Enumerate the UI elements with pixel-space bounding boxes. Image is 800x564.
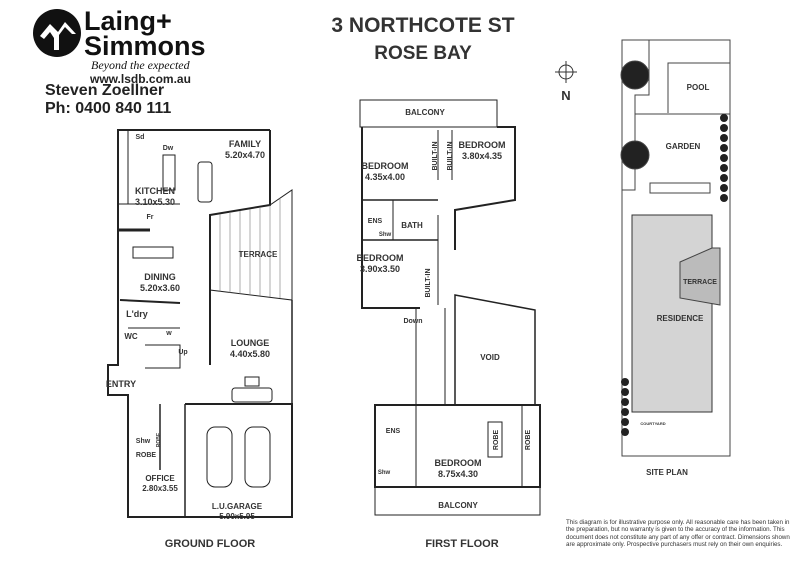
north-label: N [561,88,570,103]
kitchen-label: KITCHEN [135,186,175,196]
shw2-label: Shw [378,470,391,476]
compass-icon [555,61,577,83]
agent-name: Steven Zoellner [45,82,165,99]
residence-label: RESIDENCE [657,314,704,323]
dining-label: DINING [144,272,176,282]
lounge-size: 4.40x5.80 [230,349,270,359]
sd-label: Sd [136,134,145,141]
family-label: FAMILY [229,139,261,149]
robe-label: ROBE [136,452,157,459]
logo-wordmark-line2: Simmons [84,31,206,61]
main-bedroom-label: BEDROOM [435,458,482,468]
dining-size: 5.20x3.60 [140,283,180,293]
robe-small-label: ROBE [156,432,162,447]
built-in-3-label: BUILT-IN [425,268,432,297]
wc-label: WC [124,332,138,341]
ground-floor-plan [107,129,293,518]
shw1-label: Shw [379,232,392,238]
stairs-up-label: Up [178,349,187,356]
stairs-down-label: Down [403,318,422,325]
website-link[interactable]: www.lsdb.com.au [90,72,191,86]
ens2-label: ENS [386,428,401,435]
laundry-label: L'dry [126,309,148,319]
fridge-label: Fr [147,214,154,221]
lounge-label: LOUNGE [231,338,270,348]
washer-label: w [165,330,172,337]
property-address: 3 NORTHCOTE ST [331,14,515,37]
void-label: VOID [480,353,500,362]
bedroom1-size: 4.35x4.00 [365,172,405,182]
garden-label: GARDEN [666,142,701,151]
residence-area [631,214,713,413]
robe1-label: ROBE [493,430,500,451]
balcony-top-label: BALCONY [405,108,445,117]
bath-label: BATH [401,221,423,230]
bedroom2-size: 3.80x4.35 [462,151,502,161]
agent-phone[interactable]: Ph: 0400 840 111 [45,100,172,117]
bedroom3-size: 3.90x3.50 [360,264,400,274]
kitchen-size: 3.10x5.30 [135,197,175,207]
hedge-icons [621,114,728,436]
office-label: OFFICE [145,474,175,483]
laing-simmons-logo [33,9,81,57]
pool-label: POOL [687,83,710,92]
ground-floor-title: GROUND FLOOR [165,538,255,550]
dw-label: Dw [163,145,174,152]
bedroom1-label: BEDROOM [362,161,409,171]
garage-size: 5.90x5.95 [219,512,255,521]
main-bedroom-size: 8.75x4.30 [438,469,478,479]
logo-wordmark-line1: Laing+ [84,6,172,36]
balcony-bottom-label: BALCONY [438,501,478,510]
property-suburb: ROSE BAY [374,43,472,64]
terrace-label: TERRACE [239,250,278,259]
entry-label: ENTRY [106,379,136,389]
disclaimer: This diagram is for illustrative purpose… [566,519,790,548]
site-plan [620,39,731,457]
built-in-2-label: BUILT-IN [447,141,454,170]
tagline: Beyond the expected [91,58,190,72]
robe2-label: ROBE [525,430,532,451]
bedroom3-label: BEDROOM [357,253,404,263]
ens1-label: ENS [368,218,383,225]
first-floor-title: FIRST FLOOR [425,538,498,550]
first-floor-plan [359,99,541,516]
shower-label: Shw [136,438,151,445]
courtyard-label: COURTYARD [640,421,665,426]
built-in-1-label: BUILT-IN [432,141,439,170]
bedroom2-label: BEDROOM [459,140,506,150]
site-terrace-label: TERRACE [683,279,717,286]
garage-label: L.U.GARAGE [212,502,263,511]
site-plan-title: SITE PLAN [646,468,688,477]
office-size: 2.80x3.55 [142,484,178,493]
family-size: 5.20x4.70 [225,150,265,160]
